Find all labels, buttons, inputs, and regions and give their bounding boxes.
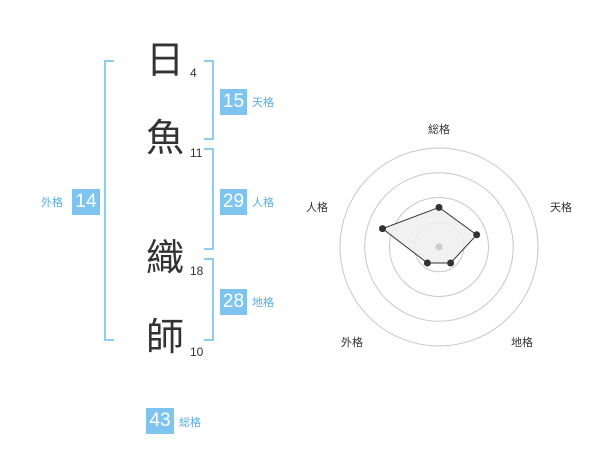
tenkaku-bracket: [204, 60, 214, 140]
radar-axis-label-soukaku: 総格: [428, 123, 450, 136]
jinkaku-value-badge: 29: [220, 189, 247, 215]
radar-point: [447, 259, 455, 267]
tenkaku-value-badge: 15: [220, 89, 247, 115]
name-char-1: 日: [145, 38, 184, 82]
radar-axis-label-jinkaku: 人格: [306, 201, 328, 214]
gaikaku-label: 外格: [41, 196, 63, 209]
name-char-3: 織: [145, 236, 184, 280]
radar-point: [379, 225, 386, 233]
radar-ring: [389, 197, 489, 297]
gaikaku-value-badge: 14: [72, 189, 100, 215]
jinkaku-bracket: [204, 148, 214, 250]
stroke-count-4: 10: [190, 345, 204, 359]
jinkaku-label: 人格: [252, 196, 274, 209]
stroke-count-3: 18: [190, 264, 204, 278]
radar-ring: [364, 172, 514, 322]
chikaku-label: 地格: [252, 296, 274, 309]
stroke-count-1: 4: [190, 66, 197, 80]
radar-polygon: [381, 206, 478, 264]
chikaku-value-badge: 28: [220, 289, 247, 315]
stroke-count-2: 11: [190, 146, 203, 160]
soukaku-label: 総格: [179, 416, 201, 429]
chikaku-bracket: [204, 258, 214, 341]
soukaku-value-badge: 43: [146, 408, 174, 434]
radar-point: [423, 259, 431, 267]
radar-axis-label-gaikaku: 外格: [341, 336, 363, 349]
radar-center-dot: [435, 243, 443, 251]
radar-points: [379, 203, 481, 267]
radar-point: [473, 231, 481, 239]
radar-axis-label-chikaku: 地格: [511, 336, 533, 349]
gaikaku-bracket: [104, 60, 114, 341]
radar-rings: [339, 147, 539, 347]
radar-point: [435, 203, 443, 211]
tenkaku-label: 天格: [252, 96, 274, 109]
name-char-2: 魚: [145, 116, 184, 160]
radar-ring: [339, 147, 539, 347]
radar-axis-label-tenkaku: 天格: [550, 201, 572, 214]
name-char-4: 師: [145, 315, 184, 359]
